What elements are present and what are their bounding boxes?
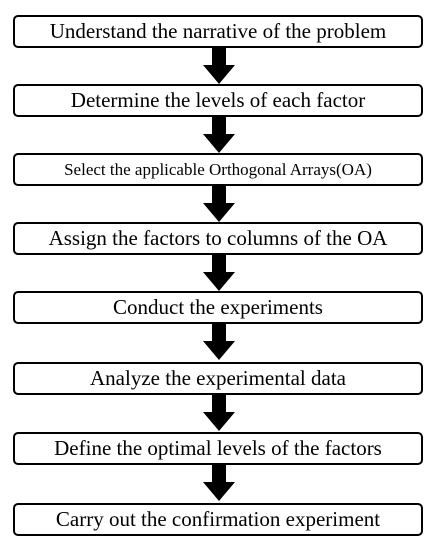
down-arrow-icon — [203, 117, 235, 153]
down-arrow-icon — [203, 48, 235, 84]
down-arrow-icon — [203, 465, 235, 501]
down-arrow-icon — [203, 186, 235, 222]
step-2-box: Determine the levels of each factor — [13, 84, 423, 117]
down-arrow-icon — [203, 395, 235, 431]
step-5-box: Conduct the experiments — [13, 291, 423, 324]
step-3-box: Select the applicable Orthogonal Arrays(… — [13, 153, 423, 186]
step-4-box: Assign the factors to columns of the OA — [13, 222, 423, 255]
step-1-box: Understand the narrative of the problem — [13, 15, 423, 48]
down-arrow-icon — [203, 255, 235, 291]
down-arrow-icon — [203, 324, 235, 360]
step-7-box: Define the optimal levels of the factors — [13, 432, 423, 465]
step-8-box: Carry out the confirmation experiment — [13, 503, 423, 536]
step-6-box: Analyze the experimental data — [13, 362, 423, 395]
